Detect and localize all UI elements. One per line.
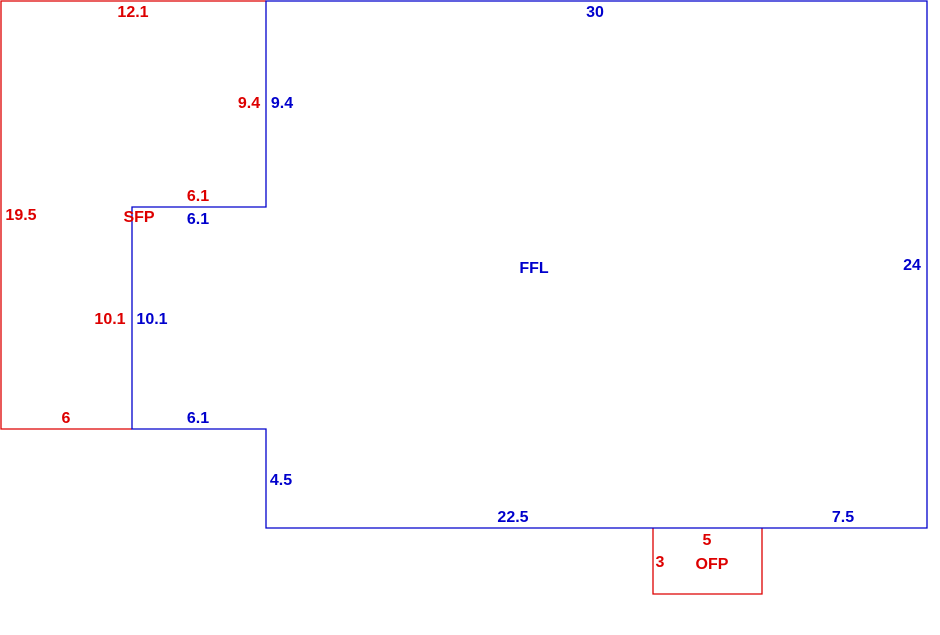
main-middle-vertical-dimension: 10.1 — [136, 311, 167, 328]
main-upper-jog-dimension: 6.1 — [187, 211, 209, 228]
sfp-left-dimension: 19.5 — [5, 207, 36, 224]
sfp-upper-vertical-dimension: 9.4 — [238, 95, 260, 112]
ofp-depth-dimension: 3 — [656, 554, 665, 571]
sfp-bottom-dimension: 6 — [62, 410, 71, 427]
main-lower-jog-dimension: 6.1 — [187, 410, 209, 427]
main-floor-area-label: FFL — [519, 260, 549, 277]
ofp-area-label: OFP — [696, 556, 729, 573]
sfp-top-dimension: 12.1 — [117, 4, 148, 21]
sfp-outline — [0, 0, 266, 430]
main-floor-outline — [131, 0, 928, 529]
ofp-width-dimension: 5 — [703, 532, 712, 549]
main-upper-vertical-dimension: 9.4 — [271, 95, 293, 112]
main-right-dimension: 24 — [903, 257, 921, 274]
main-bottom-right-dimension: 7.5 — [832, 509, 854, 526]
sfp-area-label: SFP — [123, 209, 154, 226]
ofp-outline — [652, 528, 763, 595]
sfp-upper-jog-dimension: 6.1 — [187, 188, 209, 205]
sfp-middle-vertical-dimension: 10.1 — [94, 311, 125, 328]
main-top-dimension: 30 — [586, 4, 604, 21]
main-bottom-left-dimension: 22.5 — [497, 509, 528, 526]
main-step-vertical-dimension: 4.5 — [270, 472, 292, 489]
